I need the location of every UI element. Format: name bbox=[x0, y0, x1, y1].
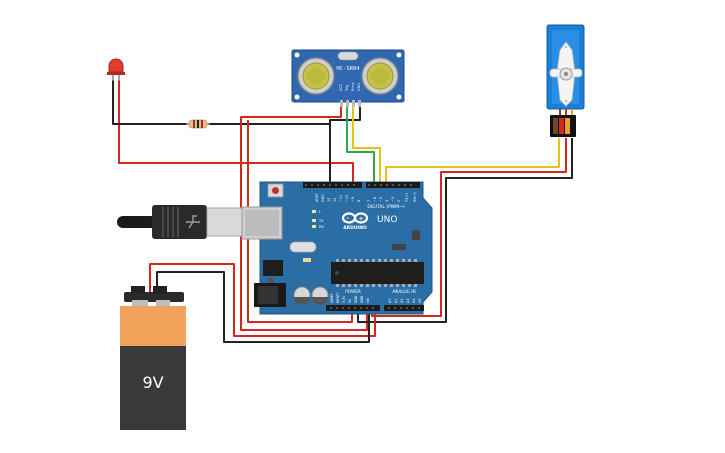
wire-servo-signal[interactable] bbox=[385, 138, 560, 183]
pin-label: ~11 bbox=[339, 195, 343, 202]
resistor[interactable] bbox=[186, 119, 210, 129]
sensor-pin-label: Echo bbox=[351, 83, 355, 92]
pin-label: GND bbox=[360, 295, 364, 303]
pin-label: A1 bbox=[394, 299, 398, 303]
digital-pin-labels: AREF GND 13 12 ~11 ~10 ~9 8 7 ~6 ~5 4 ~3… bbox=[315, 192, 417, 203]
pin-label: ~5 bbox=[379, 197, 383, 202]
pin-label: A5 bbox=[418, 299, 422, 303]
wire-battery-black[interactable] bbox=[156, 271, 370, 343]
pin-label: A2 bbox=[400, 299, 404, 303]
pin-label: GND bbox=[354, 295, 358, 303]
svg-text:+: + bbox=[359, 216, 364, 223]
arduino-brand-label: ARDUINO bbox=[343, 225, 367, 231]
pin-label: 7 bbox=[367, 200, 371, 202]
arduino-logo-icon bbox=[341, 212, 369, 224]
sensor-model-label: HC-SR04 bbox=[336, 66, 360, 72]
battery-9v[interactable]: 9V bbox=[120, 286, 186, 430]
battery-terminal bbox=[132, 300, 148, 308]
wire-led-red[interactable] bbox=[118, 80, 354, 183]
digital-section-label: DIGITAL (PWM~) bbox=[367, 204, 405, 210]
usb-chip bbox=[263, 260, 283, 276]
arduino-model-label: UNO bbox=[377, 215, 397, 225]
wire-sensor-gnd[interactable] bbox=[329, 106, 361, 183]
servo-motor[interactable] bbox=[546, 24, 585, 137]
led-label-rx: RX bbox=[319, 225, 324, 229]
power-pin-labels: IOREF RESET 3.3V 5V GND GND Vin bbox=[330, 293, 370, 303]
sensor-pin-label: VCC bbox=[339, 83, 343, 91]
wire-resistor-gnd[interactable] bbox=[208, 123, 331, 183]
pin-label: A3 bbox=[406, 299, 410, 303]
pin-label: ~3 bbox=[391, 197, 395, 202]
pin-label: A4 bbox=[412, 299, 416, 303]
analog-section-label: ANALOG IN bbox=[392, 289, 415, 294]
led-dome bbox=[108, 58, 124, 73]
onboard-leds: L TX RX bbox=[312, 210, 324, 229]
pin-label: ~10 bbox=[345, 195, 349, 202]
battery-top bbox=[120, 306, 186, 346]
pin-label: 4 bbox=[385, 200, 389, 202]
pin-label: TX→1 bbox=[405, 193, 409, 203]
wire-sensor-trig[interactable] bbox=[346, 106, 375, 183]
sensor-crystal bbox=[337, 51, 359, 61]
ultrasonic-sensor[interactable]: HC-SR04 VCC Trig Echo GND bbox=[291, 49, 405, 107]
usb-plug-metal bbox=[206, 207, 244, 237]
power-analog-header bbox=[326, 305, 424, 311]
pin-label: RESET bbox=[336, 293, 340, 303]
battery-snap bbox=[124, 292, 184, 302]
led-label-tx: TX bbox=[318, 219, 324, 223]
usb-cable[interactable] bbox=[117, 205, 244, 239]
atmega-chip bbox=[331, 262, 424, 284]
wire-servo-gnd[interactable] bbox=[357, 138, 573, 323]
pin-label: 8 bbox=[357, 200, 361, 202]
pin-label: AREF bbox=[315, 193, 319, 202]
led-base bbox=[107, 72, 125, 75]
sensor-pins bbox=[340, 100, 361, 107]
digital-header bbox=[303, 182, 420, 188]
pin-label: 2 bbox=[397, 200, 401, 202]
wire-sensor-echo[interactable] bbox=[352, 106, 381, 183]
sensor-transducer-right bbox=[361, 57, 399, 95]
battery-body bbox=[120, 346, 186, 430]
analog-pin-labels: A0 A1 A2 A3 A4 A5 bbox=[388, 299, 422, 303]
pin-label: ~6 bbox=[373, 197, 377, 202]
pin-label: Vin bbox=[366, 298, 370, 303]
pin-label: IOREF bbox=[330, 293, 334, 303]
pin-label: RX←0 bbox=[413, 192, 417, 202]
pin-label: 13 bbox=[327, 198, 331, 202]
sensor-pin-labels: VCC Trig Echo GND bbox=[339, 83, 361, 93]
sensor-pin-label: Trig bbox=[345, 85, 349, 92]
sensor-pin-label: GND bbox=[357, 83, 361, 91]
wire-servo-power[interactable] bbox=[371, 138, 567, 317]
pin-label: 3.3V bbox=[342, 295, 346, 303]
pin-label: 5V bbox=[348, 298, 352, 303]
pin-label: GND bbox=[321, 194, 325, 202]
wire-battery-red[interactable] bbox=[149, 263, 376, 337]
led-label-l: L bbox=[319, 210, 321, 214]
usb-icon bbox=[186, 215, 200, 229]
red-led[interactable] bbox=[107, 58, 125, 81]
servo-connector bbox=[550, 115, 576, 137]
pin-label: A0 bbox=[388, 299, 392, 303]
battery-label: 9V bbox=[142, 373, 163, 392]
svg-text:-: - bbox=[347, 215, 350, 222]
crystal-oscillator bbox=[289, 241, 317, 253]
pin-label: ~9 bbox=[351, 197, 355, 202]
sensor-transducer-left bbox=[297, 57, 335, 95]
battery-terminal bbox=[156, 300, 170, 308]
arduino-uno-board[interactable]: AREF GND 13 12 ~11 ~10 ~9 8 7 ~6 ~5 4 ~3… bbox=[241, 181, 433, 315]
power-section-label: POWER bbox=[345, 289, 361, 294]
pin-label: 12 bbox=[333, 198, 337, 202]
usb-plug-body bbox=[152, 205, 207, 239]
wire-led-black[interactable] bbox=[112, 80, 188, 125]
